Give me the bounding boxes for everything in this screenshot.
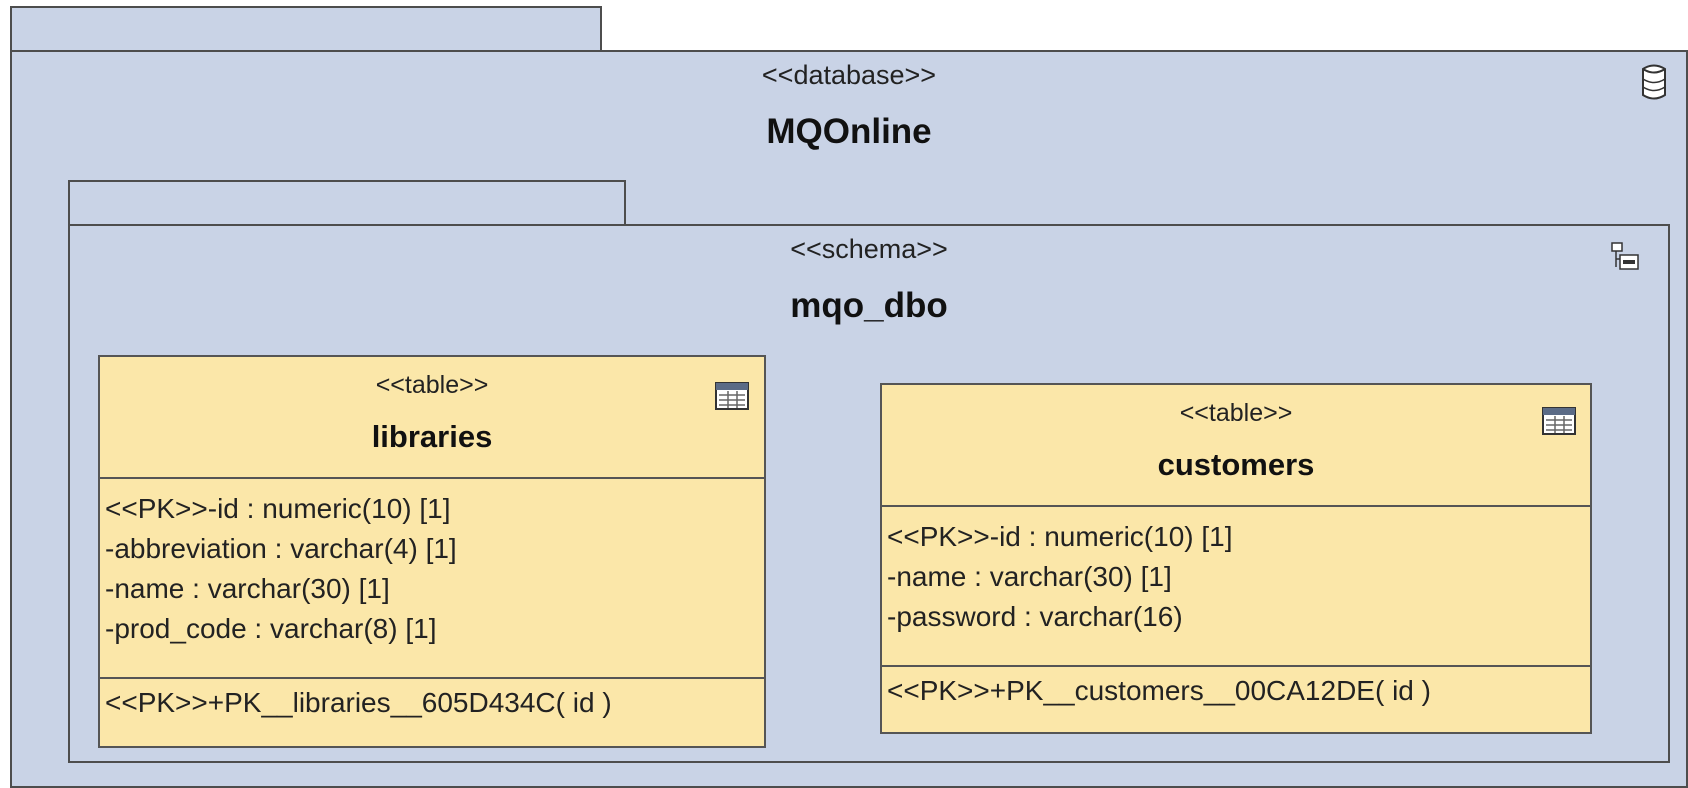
attribute[interactable]: -abbreviation : varchar(4) [1] bbox=[105, 533, 457, 564]
attribute[interactable]: -password : varchar(16) bbox=[887, 601, 1183, 632]
schema-name: mqo_dbo bbox=[790, 286, 948, 325]
attribute[interactable]: <<PK>>-id : numeric(10) [1] bbox=[887, 521, 1233, 552]
attribute[interactable]: -prod_code : varchar(8) [1] bbox=[105, 613, 437, 644]
table-libraries[interactable]: <<table>> libraries <<PK>>-id : numeric(… bbox=[98, 355, 766, 748]
database-stereotype: <<database>> bbox=[761, 60, 937, 90]
attribute[interactable]: -name : varchar(30) [1] bbox=[105, 573, 390, 604]
table-customers-header: <<table>> customers bbox=[882, 385, 1590, 507]
table-icon bbox=[1542, 407, 1576, 435]
table-libraries-name: libraries bbox=[371, 419, 493, 454]
attribute[interactable]: -name : varchar(30) [1] bbox=[887, 561, 1172, 592]
operation[interactable]: <<PK>>+PK__libraries__605D434C( id ) bbox=[105, 687, 612, 718]
operation[interactable]: <<PK>>+PK__customers__00CA12DE( id ) bbox=[887, 675, 1431, 706]
table-icon bbox=[715, 382, 749, 410]
database-name: MQOnline bbox=[766, 112, 932, 151]
table-customers-attributes: <<PK>>-id : numeric(10) [1] -name : varc… bbox=[882, 507, 1590, 667]
schema-stereotype: <<schema>> bbox=[790, 234, 948, 264]
table-customers-operations: <<PK>>+PK__customers__00CA12DE( id ) bbox=[882, 667, 1590, 711]
table-customers[interactable]: <<table>> customers <<PK>>-id : numeric(… bbox=[880, 383, 1592, 734]
table-libraries-stereotype: <<table>> bbox=[375, 371, 489, 399]
database-icon bbox=[1642, 64, 1666, 100]
table-libraries-header: <<table>> libraries bbox=[100, 357, 764, 479]
schema-package-tab bbox=[68, 180, 626, 226]
table-customers-name: customers bbox=[1157, 447, 1315, 482]
table-libraries-attributes: <<PK>>-id : numeric(10) [1] -abbreviatio… bbox=[100, 479, 764, 679]
table-libraries-operations: <<PK>>+PK__libraries__605D434C( id ) bbox=[100, 679, 764, 723]
attribute[interactable]: <<PK>>-id : numeric(10) [1] bbox=[105, 493, 451, 524]
table-customers-stereotype: <<table>> bbox=[1179, 399, 1293, 427]
database-package-tab bbox=[10, 6, 602, 52]
schema-icon bbox=[1611, 242, 1639, 270]
